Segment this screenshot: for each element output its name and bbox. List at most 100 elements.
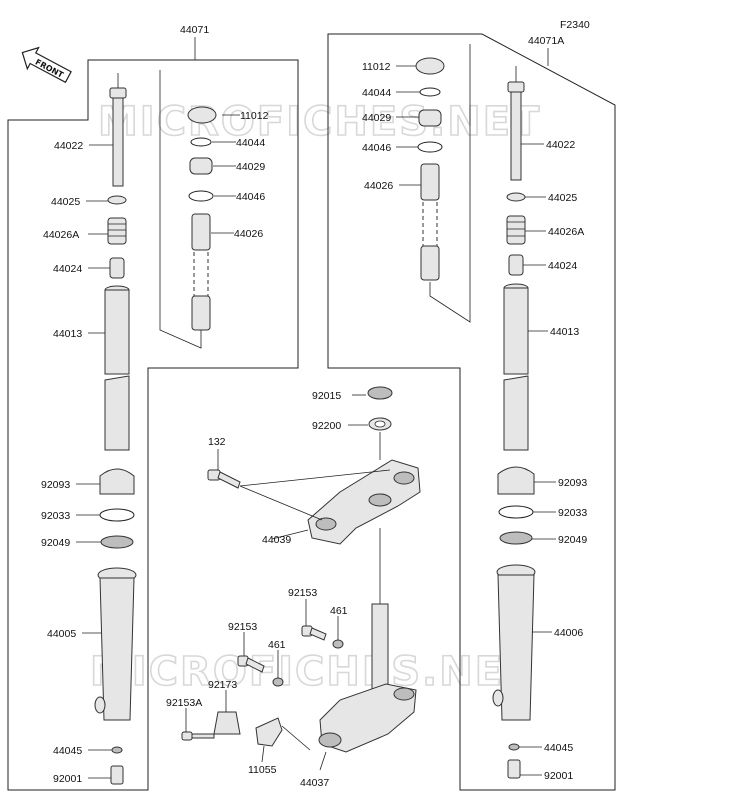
label-92033-right: 92033	[558, 507, 587, 519]
left-inner-tube-lower	[104, 375, 130, 451]
left-oil-seal	[100, 535, 134, 549]
label-92049-right: 92049	[558, 534, 587, 546]
upper-clamp-center-hole	[368, 493, 392, 507]
label-92153-lower: 92153	[228, 621, 257, 633]
label-92015: 92015	[312, 390, 341, 402]
label-44039: 44039	[262, 534, 291, 546]
label-92001-left: 92001	[53, 773, 82, 785]
left-spacer-44029	[189, 157, 213, 175]
label-44026A-left: 44026A	[43, 229, 79, 241]
bolt-132-shank	[217, 471, 241, 489]
left-inner-tube-upper	[104, 289, 130, 375]
label-44044-left: 44044	[236, 137, 265, 149]
label-44024-right: 44024	[548, 260, 577, 272]
label-44022-left: 44022	[54, 140, 83, 152]
left-labels: 11012 44044 44029 44046 44026 44022 4402…	[41, 110, 269, 785]
right-damper-rod-top	[507, 81, 525, 93]
right-spring-44026A	[506, 215, 526, 245]
right-circlip	[498, 505, 534, 519]
washer-461-lower	[272, 677, 284, 687]
label-92001-right: 92001	[544, 770, 573, 782]
right-inner-tube-lower	[503, 375, 529, 451]
label-92200: 92200	[312, 420, 341, 432]
watermark-bottom: MICROFICHES.NET	[90, 649, 533, 695]
label-92153A: 92153A	[166, 697, 202, 709]
label-44025-right: 44025	[548, 192, 577, 204]
right-oil-seal	[499, 531, 533, 545]
right-inner-tube-upper	[503, 287, 529, 375]
label-11012-right: 11012	[362, 61, 391, 73]
right-outer-tube	[497, 574, 535, 721]
right-ring-44025	[506, 192, 526, 202]
right-dust-seal	[497, 466, 535, 495]
label-11012-left: 11012	[240, 110, 269, 122]
bracket-11055	[255, 717, 283, 747]
left-assembly-frame	[7, 59, 299, 791]
bolt-92153a-shank	[309, 627, 327, 641]
assembly-left-label: 44071	[180, 24, 209, 36]
left-inset-parts	[159, 70, 217, 349]
label-44044-right: 44044	[362, 87, 391, 99]
label-92049-left: 92049	[41, 537, 70, 549]
lower-clamp-right-hole	[393, 687, 415, 701]
right-damper-rod	[510, 91, 522, 181]
label-44026-left: 44026	[234, 228, 263, 240]
left-dust-seal	[99, 468, 135, 495]
washer-461-upper	[332, 639, 344, 649]
label-44045-left: 44045	[53, 745, 82, 757]
label-461-lower: 461	[268, 639, 286, 651]
left-oring-44044	[190, 137, 212, 147]
right-bolt-92001	[507, 759, 521, 779]
assembly-right-label: 44071A	[528, 35, 564, 47]
right-inset-parts	[415, 44, 471, 323]
label-44029-left: 44029	[236, 161, 265, 173]
label-92173: 92173	[208, 679, 237, 691]
right-oring-44044	[419, 87, 441, 97]
left-spring-lower	[191, 295, 211, 331]
right-fork-parts	[492, 66, 536, 779]
watermark-top: MICROFICHES.NET	[98, 99, 541, 145]
stem-nut-92015	[367, 386, 393, 400]
left-collar-44024	[109, 257, 125, 279]
right-spring-lower	[420, 245, 440, 281]
left-fork-parts	[94, 73, 137, 785]
label-44046-left: 44046	[236, 191, 265, 203]
lower-clamp-left-hole	[318, 732, 342, 748]
left-spring-44026A	[107, 217, 127, 245]
label-132: 132	[208, 436, 226, 448]
label-44005-left: 44005	[47, 628, 76, 640]
label-44024-left: 44024	[53, 263, 82, 275]
label-44022-right: 44022	[546, 139, 575, 151]
left-damper-rod-top	[109, 87, 127, 99]
bolt-92153b-shank	[245, 657, 265, 673]
label-44037: 44037	[300, 777, 329, 789]
label-92093-left: 92093	[41, 479, 70, 491]
left-bolt-92001	[110, 765, 124, 785]
left-axle-boss	[94, 696, 106, 714]
label-44029-right: 44029	[362, 112, 391, 124]
label-461-upper: 461	[330, 605, 348, 617]
label-92093-right: 92093	[558, 477, 587, 489]
label-44025-left: 44025	[51, 196, 80, 208]
screw-92153A-shank	[191, 733, 215, 739]
label-44045-right: 44045	[544, 742, 573, 754]
label-44013-left: 44013	[53, 328, 82, 340]
right-labels: 11012 44044 44029 44046 44026 44022 4402…	[362, 61, 587, 782]
label-92033-left: 92033	[41, 510, 70, 522]
clamp-92173	[213, 711, 241, 735]
label-44013-right: 44013	[550, 326, 579, 338]
label-44026A-right: 44026A	[548, 226, 584, 238]
left-damper-rod	[112, 97, 124, 187]
right-cap-11012	[415, 57, 445, 75]
front-arrow-icon: FRONT	[21, 46, 72, 84]
right-assembly-frame	[327, 33, 616, 791]
figure-code: F2340	[560, 19, 590, 31]
right-collar-44024	[508, 254, 524, 276]
center-parts: 92015 92200 132 44039 44037 92153	[166, 386, 421, 789]
left-spring-upper	[191, 213, 211, 251]
screw-92153A-head	[181, 731, 193, 741]
left-washer-44045	[111, 746, 123, 754]
right-spring-upper	[420, 163, 440, 201]
right-washer-44045	[508, 743, 520, 751]
